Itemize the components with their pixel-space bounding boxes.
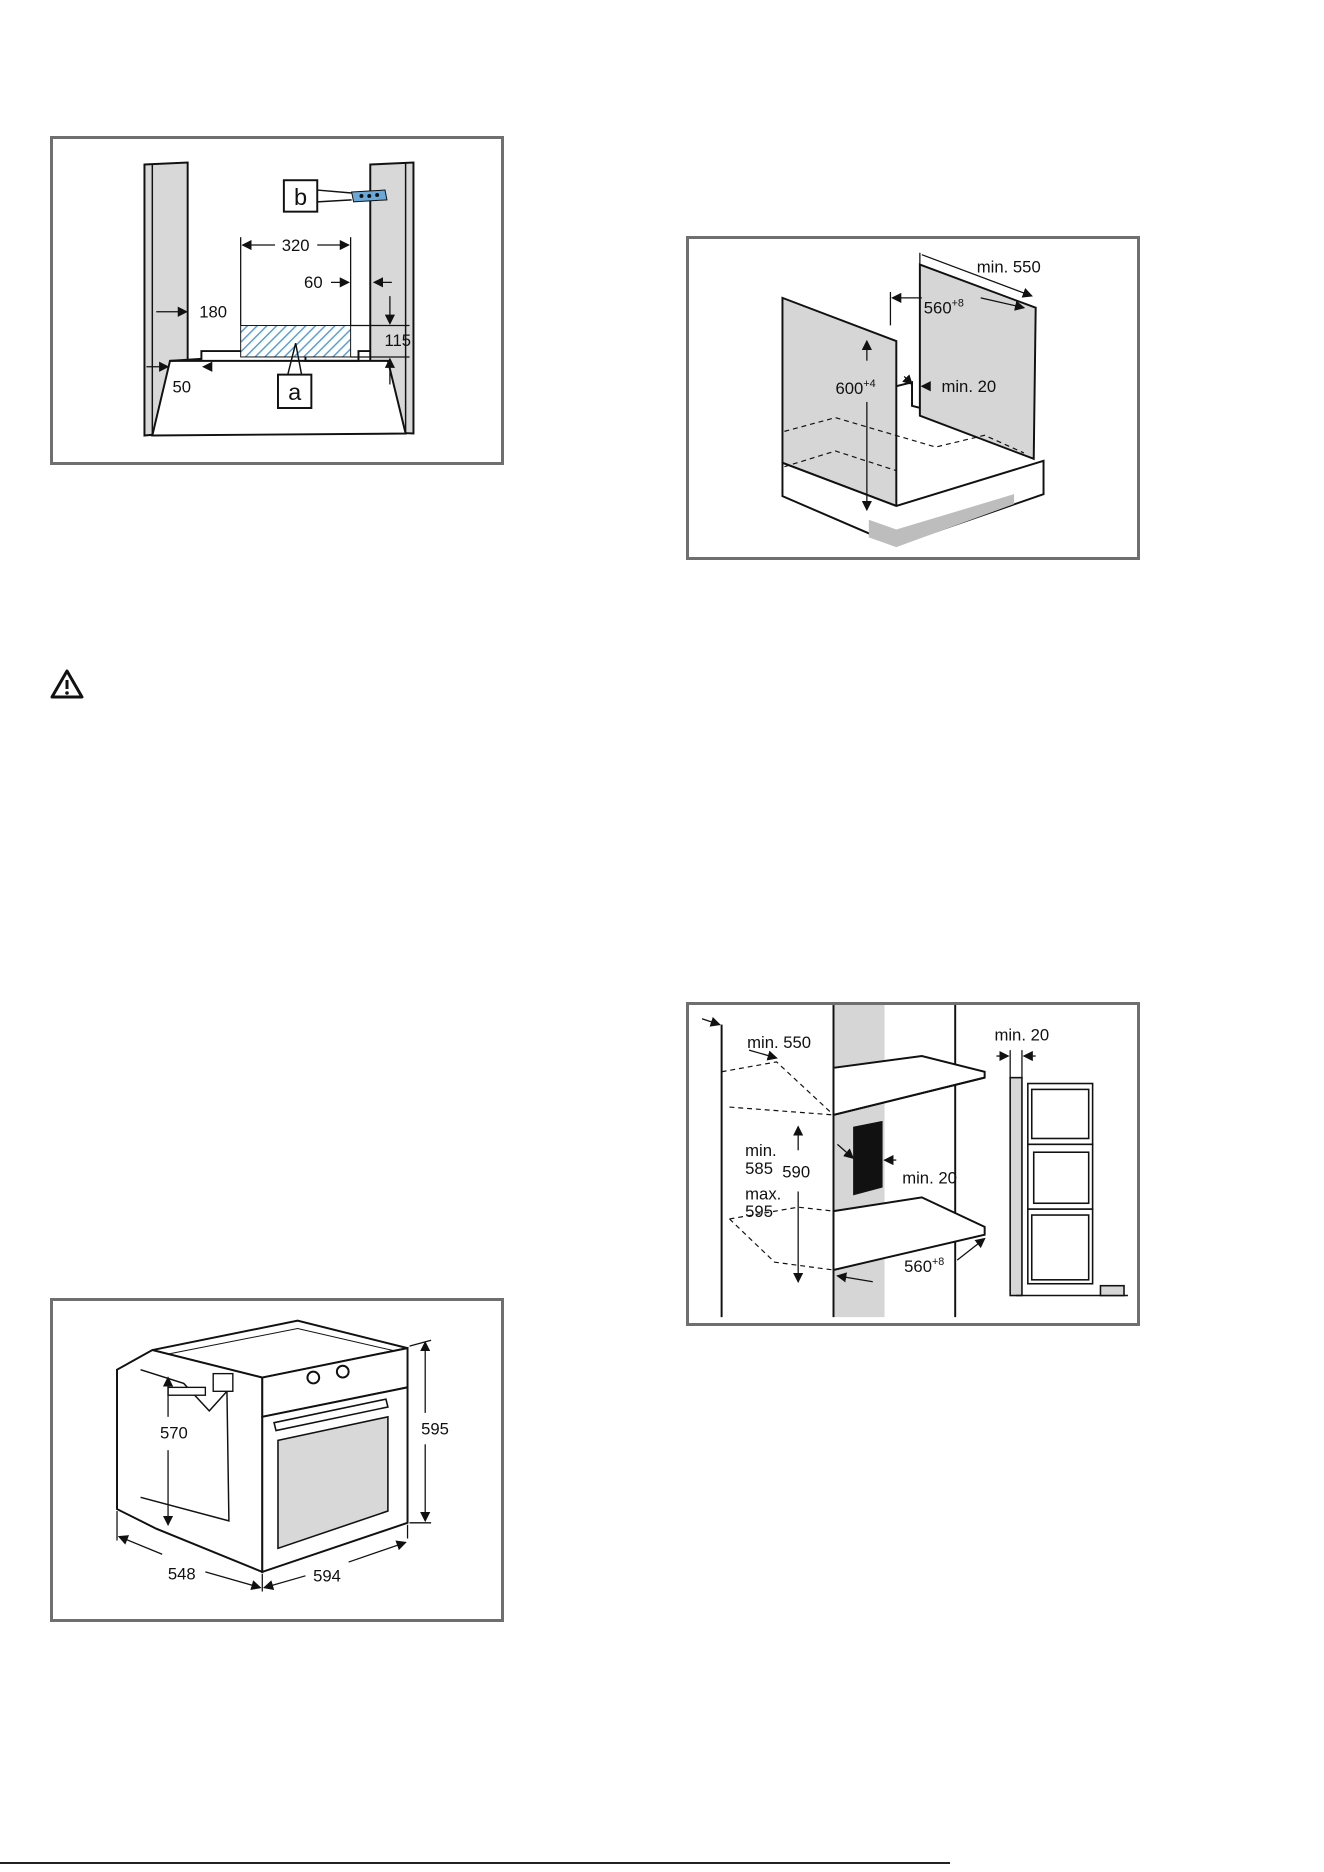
dim-570-label: 570 [160,1423,188,1442]
dim-585-label: 585 [745,1159,773,1178]
dim-560-tolerance: +8 [932,1256,944,1268]
knob-right-icon [337,1366,349,1378]
top-shelf [834,1056,985,1115]
figure-tall-unit: min. 550 590 min. 585 max. 595 min. 20 5… [686,1002,1140,1326]
dim-60-label: 60 [304,273,323,292]
dim-180-label: 180 [199,303,227,322]
bracket-b-icon [352,190,387,202]
base-cabinet-diagram: min. 550 560+8 600+4 min. 20 [689,239,1137,557]
dim-548-label: 548 [168,1565,196,1584]
tall-unit-diagram: min. 550 590 min. 585 max. 595 min. 20 5… [689,1005,1137,1323]
dim-590-label: 590 [782,1163,810,1182]
dim-max-word: max. [745,1184,781,1203]
dim-min-20-top-label: min. 20 [994,1025,1049,1044]
dim-594-label: 594 [313,1567,341,1586]
figure-oven-dimensions: 570 595 548 594 [50,1298,504,1622]
dim-595-label: 595 [421,1419,449,1438]
dim-115-label: 115 [384,331,411,350]
dim-560-value: 560 [924,299,952,318]
dim-560-label: 560+8 [904,1256,944,1276]
dim-560-tolerance: +8 [952,298,964,310]
dim-600-value: 600 [835,379,863,398]
dim-320-label: 320 [282,236,310,255]
figure-base-cabinet: min. 550 560+8 600+4 min. 20 [686,236,1140,560]
dim-50-label: 50 [172,377,191,396]
dim-min-550-label: min. 550 [977,257,1041,276]
dim-min-20-top [996,1050,1035,1077]
oven-side [117,1350,262,1572]
dim-600-tolerance: +4 [863,378,875,390]
warning-triangle-icon [50,669,84,699]
dim-min-word: min. [745,1141,777,1160]
callout-a-label: a [288,379,302,405]
cutout-area-a [241,326,351,357]
oven-dimensions-diagram: 570 595 548 594 [53,1301,501,1619]
callout-b-label: b [294,184,307,210]
cabinet-cutout-diagram: b a 320 60 180 1 [53,139,501,462]
back-wall [920,265,1036,459]
dim-min-20-label: min. 20 [941,377,996,396]
dim-560-value: 560 [904,1257,932,1276]
dim-min-20-mid-label: min. 20 [902,1169,957,1188]
dim-595-label: 595 [745,1202,773,1221]
knob-left-icon [307,1372,319,1384]
figure-cabinet-cutout: b a 320 60 180 1 [50,136,504,465]
footer-rule [0,1862,950,1864]
back-panel [853,1121,882,1196]
side-view-unit [1010,1078,1128,1296]
dim-min-550-label: min. 550 [747,1033,811,1052]
